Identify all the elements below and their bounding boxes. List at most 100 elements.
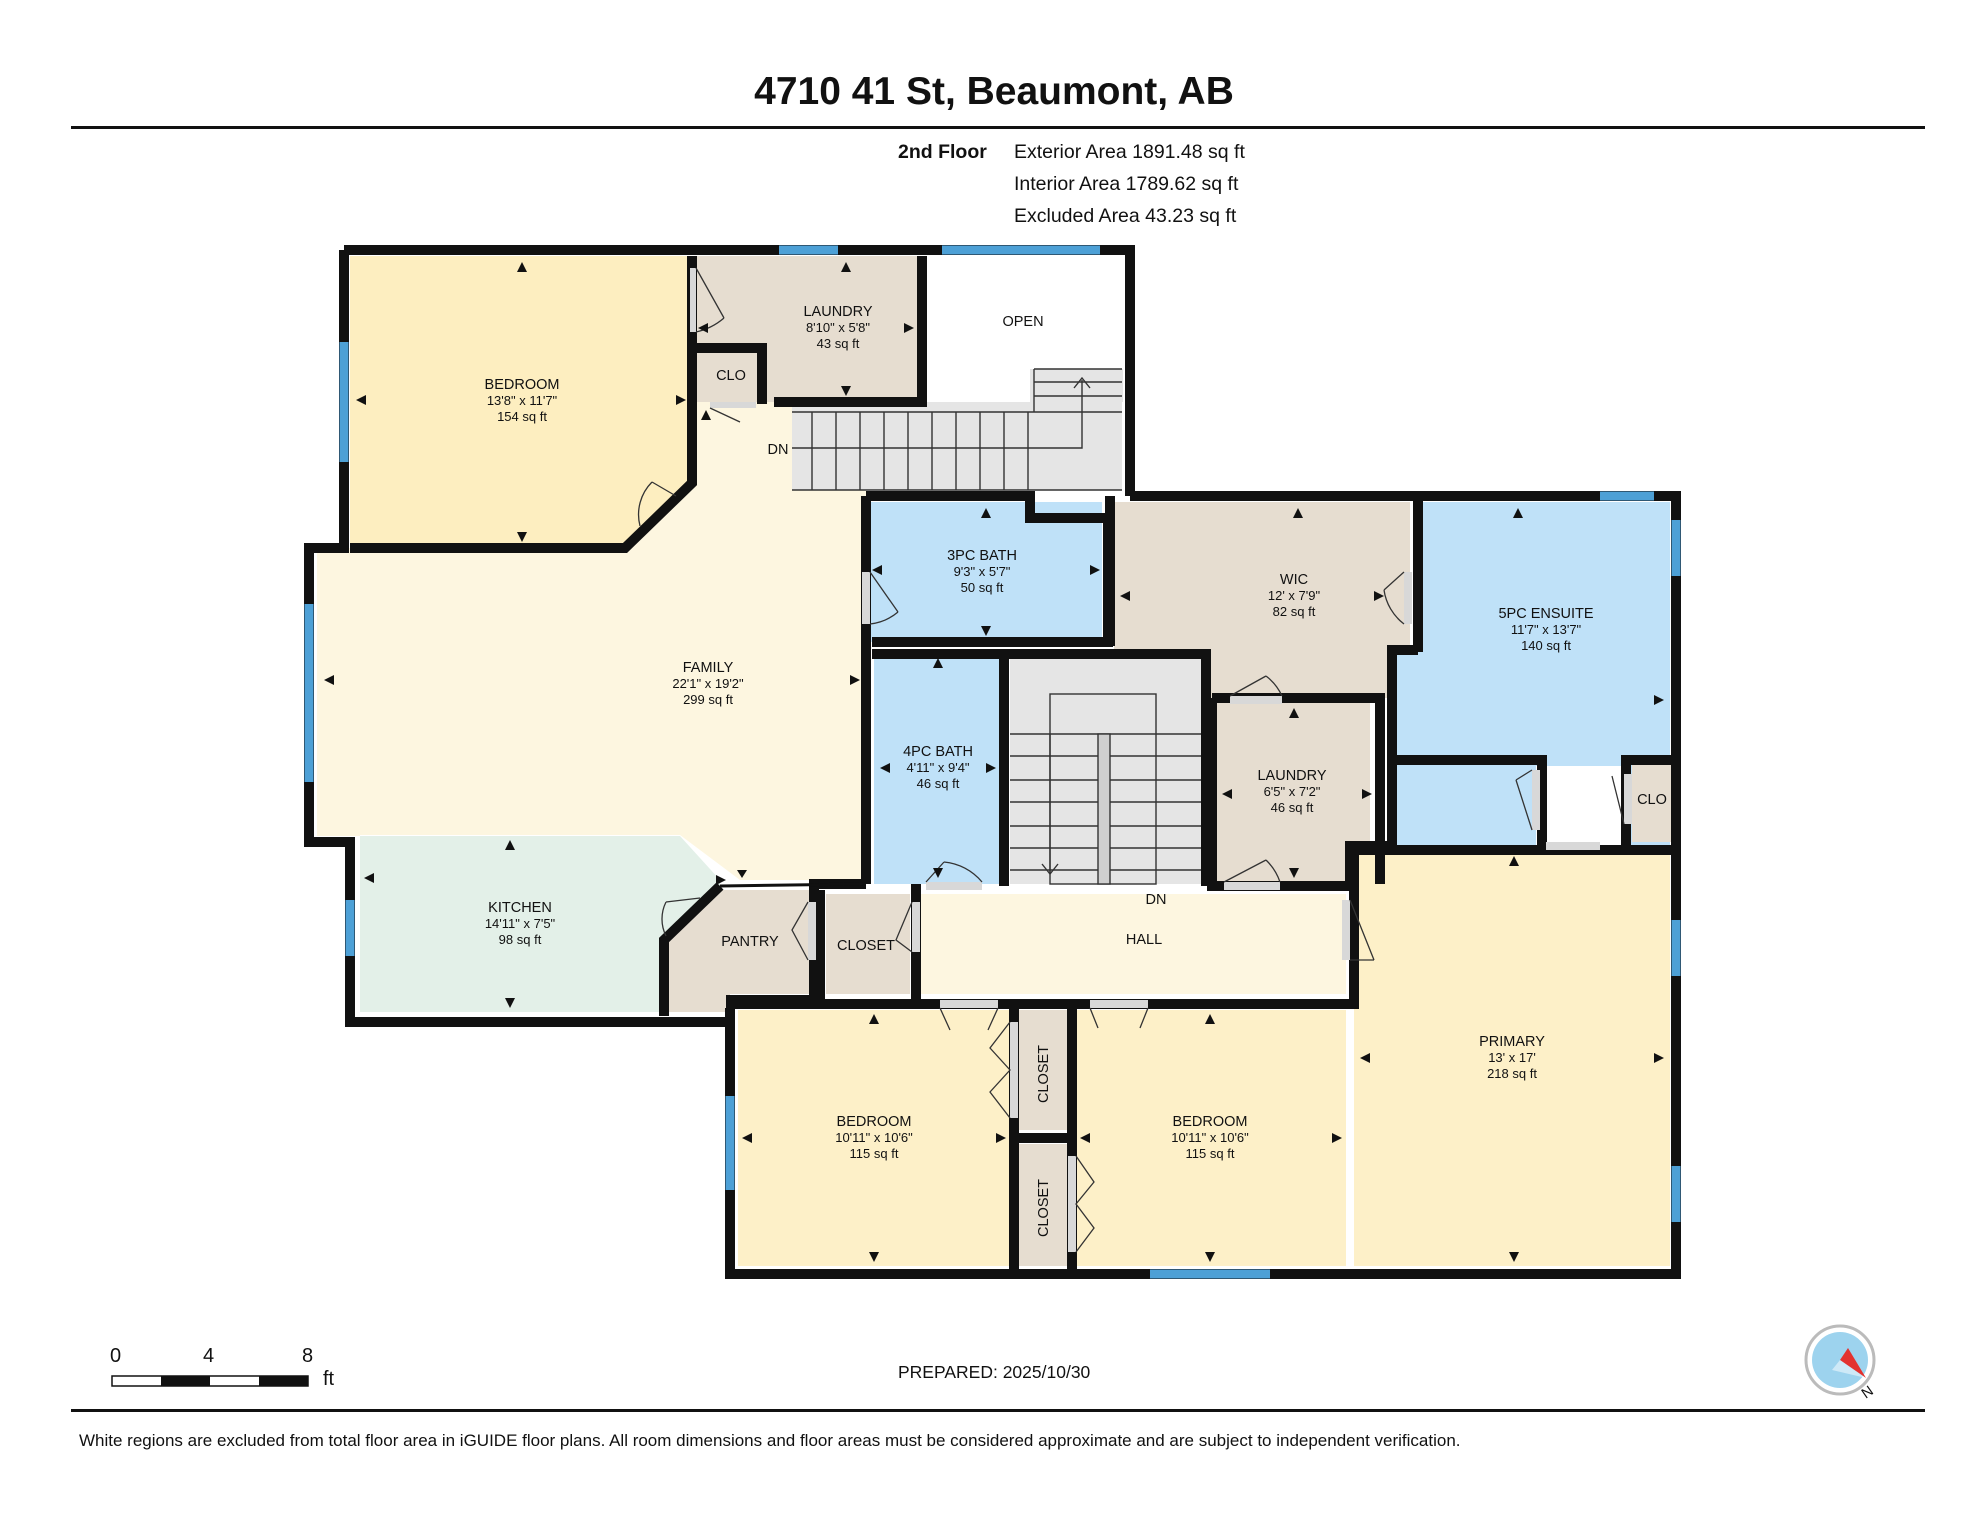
room-clo-n: CLO [716, 368, 746, 384]
bedroom-sw-fill [738, 1010, 1010, 1266]
doors [637, 267, 1632, 1253]
svg-text:9'3" x 5'7": 9'3" x 5'7" [954, 564, 1011, 579]
clo-e-fill [1632, 762, 1672, 842]
room-fills [317, 256, 1672, 1266]
closet-hall-fill [826, 894, 910, 994]
ensuite-shower-fill [1392, 766, 1536, 836]
svg-text:50 sq ft: 50 sq ft [961, 580, 1004, 595]
svg-text:218 sq ft: 218 sq ft [1487, 1066, 1537, 1081]
closet-v2-fill [1018, 1144, 1068, 1266]
stair-dn-upper: DN [768, 442, 789, 458]
dimension-markers [324, 262, 1664, 1262]
svg-text:10'11" x 10'6": 10'11" x 10'6" [1171, 1130, 1249, 1145]
room-closet-v2: CLOSET [1036, 1179, 1052, 1237]
svg-text:4'11" x 9'4": 4'11" x 9'4" [906, 760, 969, 775]
svg-text:OPEN: OPEN [1002, 314, 1043, 330]
stair-n-fill [792, 402, 1122, 490]
kitchen-fill [360, 836, 720, 1012]
svg-text:43 sq ft: 43 sq ft [817, 336, 860, 351]
floor-label: 2nd Floor [898, 141, 987, 163]
stair-dn-center: DN [1146, 892, 1167, 908]
bedroom-nw-fill [350, 256, 692, 548]
bath4-fill [874, 654, 1000, 884]
svg-text:PANTRY: PANTRY [721, 934, 779, 950]
svg-text:8'10" x 5'8": 8'10" x 5'8" [806, 320, 870, 335]
title-rule [71, 126, 1925, 129]
compass-icon [1804, 1324, 1876, 1396]
svg-text:13' x 17': 13' x 17' [1488, 1050, 1536, 1065]
svg-text:46 sq ft: 46 sq ft [917, 776, 960, 791]
room-open: OPEN [1002, 314, 1043, 330]
svg-text:CLOSET: CLOSET [1036, 1045, 1052, 1103]
family-kitchen-edge [719, 882, 867, 888]
svg-text:4: 4 [203, 1345, 214, 1367]
exterior-area: Exterior Area 1891.48 sq ft [1014, 141, 1245, 163]
svg-text:3PC BATH: 3PC BATH [947, 548, 1017, 564]
svg-text:CLO: CLO [1637, 792, 1667, 808]
stair-treads-north [792, 368, 1122, 491]
svg-text:WIC: WIC [1280, 572, 1308, 588]
svg-text:5PC ENSUITE: 5PC ENSUITE [1498, 606, 1593, 622]
svg-text:PRIMARY: PRIMARY [1479, 1034, 1545, 1050]
svg-text:CLO: CLO [716, 368, 746, 384]
plan-title: 4710 41 St, Beaumont, AB [754, 70, 1234, 113]
room-clo-e: CLO [1637, 792, 1667, 808]
primary-fill [1354, 852, 1670, 1266]
svg-text:CLOSET: CLOSET [837, 938, 895, 954]
svg-text:4PC BATH: 4PC BATH [903, 744, 973, 760]
svg-text:HALL: HALL [1126, 932, 1162, 948]
open-fill [922, 256, 1123, 369]
svg-text:14'11" x 7'5": 14'11" x 7'5" [485, 916, 556, 931]
svg-text:LAUNDRY: LAUNDRY [803, 304, 872, 320]
svg-text:115 sq ft: 115 sq ft [850, 1146, 899, 1161]
room-hall: HALL [1126, 932, 1162, 948]
bath3-fill [866, 502, 1102, 642]
interior-area: Interior Area 1789.62 sq ft [1014, 173, 1239, 195]
svg-text:13'8" x 11'7": 13'8" x 11'7" [487, 393, 558, 408]
svg-text:0: 0 [110, 1345, 121, 1367]
svg-text:BEDROOM: BEDROOM [1173, 1114, 1248, 1130]
svg-text:82 sq ft: 82 sq ft [1273, 604, 1316, 619]
bedroom-s-fill [1076, 1010, 1346, 1266]
family-fill [317, 402, 866, 880]
svg-text:140 sq ft: 140 sq ft [1521, 638, 1571, 653]
disclaimer: White regions are excluded from total fl… [79, 1431, 1461, 1450]
svg-text:DN: DN [768, 442, 789, 458]
svg-text:BEDROOM: BEDROOM [485, 377, 560, 393]
svg-text:115 sq ft: 115 sq ft [1186, 1146, 1235, 1161]
svg-text:22'1" x 19'2": 22'1" x 19'2" [672, 676, 744, 691]
svg-text:KITCHEN: KITCHEN [488, 900, 552, 916]
stair-treads-center [1010, 693, 1206, 885]
windows [304, 245, 1681, 1279]
svg-text:10'11" x 10'6": 10'11" x 10'6" [835, 1130, 913, 1145]
svg-text:DN: DN [1146, 892, 1167, 908]
svg-text:8: 8 [302, 1345, 313, 1367]
pantry-fill [668, 890, 810, 1012]
svg-text:ft: ft [323, 1368, 335, 1390]
svg-text:BEDROOM: BEDROOM [837, 1114, 912, 1130]
hall-fill [918, 894, 1346, 994]
footer-rule [71, 1409, 1925, 1412]
svg-text:98 sq ft: 98 sq ft [499, 932, 542, 947]
clo-n-fill [696, 348, 762, 402]
svg-text:FAMILY: FAMILY [683, 660, 734, 676]
svg-text:12' x 7'9": 12' x 7'9" [1268, 588, 1321, 603]
room-pantry: PANTRY [721, 934, 779, 950]
room-closet-hall: CLOSET [837, 938, 895, 954]
closet-v1-fill [1018, 1010, 1068, 1130]
room-closet-v1: CLOSET [1036, 1045, 1052, 1103]
scale-labels: 0 4 8 ft [110, 1345, 335, 1390]
